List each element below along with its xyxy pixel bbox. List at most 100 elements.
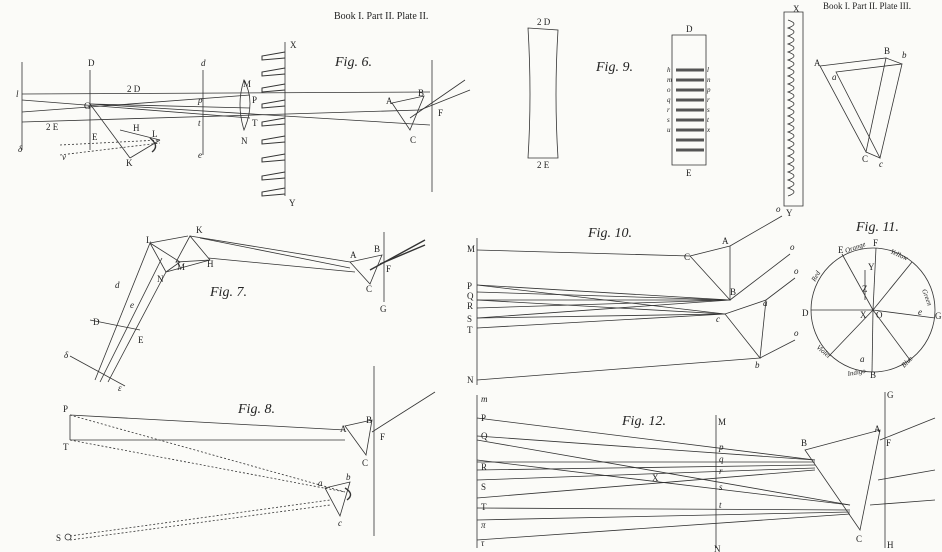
fig11-label: E: [838, 245, 844, 255]
fig12-label: S: [481, 482, 486, 492]
fig11-color-label: Indigo: [846, 367, 867, 378]
fig6-label: H: [133, 123, 140, 133]
fig9-scale-letter: x: [706, 126, 711, 134]
fig6-label: G: [84, 101, 91, 111]
spectrum-bands: [676, 68, 704, 152]
figure-10: [476, 215, 796, 385]
fig6-label: δ: [18, 144, 23, 154]
figure-12: [476, 392, 936, 548]
fig6-label: 2 E: [46, 122, 59, 132]
fig7-label: E: [138, 335, 144, 345]
fig6-label: Y: [289, 198, 296, 208]
fig12-label: s: [719, 482, 723, 492]
fig10-label: B: [730, 287, 736, 297]
fig8-label: C: [362, 458, 368, 468]
fig6-label: 2 D: [127, 84, 141, 94]
fig9-label: A: [814, 58, 821, 68]
fig8-label: F: [380, 432, 385, 442]
fig12-label: P: [481, 413, 486, 423]
fig11-label: B: [870, 370, 876, 380]
fig10-label: o: [794, 328, 799, 338]
fig9-label: Y: [786, 208, 793, 218]
fig11-label: F: [873, 238, 878, 248]
fig7-label: δ: [64, 350, 69, 360]
fig9-scale-letter: r: [707, 96, 710, 104]
fig10-label: b: [755, 360, 760, 370]
grating-teeth: [261, 51, 286, 197]
fig11-label: Y: [868, 262, 875, 272]
fig9-scale-letter: r: [667, 106, 670, 114]
fig12-label: R: [481, 462, 487, 472]
fig9-scale-letter: n: [707, 76, 711, 84]
fig12-label: p: [718, 442, 724, 452]
figure-6: [21, 42, 471, 197]
fig9-scale-letter: u: [667, 126, 671, 134]
fig8-title: Fig. 8.: [237, 402, 275, 417]
figure-7: [69, 232, 426, 387]
fig10-label: A: [722, 236, 729, 246]
fig11-label: X: [860, 310, 867, 320]
fig7-title: Fig. 7.: [209, 285, 247, 300]
fig6-label: A: [386, 96, 393, 106]
fig7-label: H: [207, 259, 214, 269]
plate-ii-header: Book I. Part II. Plate II.: [334, 11, 429, 22]
fig10-label: o: [794, 266, 799, 276]
fig11-label: O: [876, 310, 883, 320]
fig10-label: T: [467, 325, 473, 335]
fig9-label: E: [686, 168, 692, 178]
fig9-scale-letter: h: [667, 66, 671, 74]
fig7-label: L: [146, 235, 152, 245]
fig6-label: E: [92, 132, 98, 142]
fig7-label: F: [386, 264, 391, 274]
fig9-label: D: [686, 24, 693, 34]
fig6-label: X: [290, 40, 297, 50]
fig12-label: C: [856, 534, 862, 544]
fig12-label: A: [874, 424, 881, 434]
fig6-label: l: [16, 89, 19, 99]
fig10-label: C: [684, 252, 690, 262]
fig7-label: N: [157, 274, 164, 284]
fig9-scale-letter: q: [667, 96, 671, 104]
fig7-label: M: [177, 262, 185, 272]
fig7-label: d: [115, 280, 120, 290]
fig7-label: B: [374, 244, 380, 254]
fig8-label: a: [318, 478, 323, 488]
fig7-label: ε: [118, 383, 122, 393]
fig12-label: N: [714, 544, 721, 552]
fig6-label: B: [418, 88, 424, 98]
fig9-label: 2 D: [537, 17, 551, 27]
fig10-label: c: [716, 314, 720, 324]
fig12-label: π: [481, 520, 486, 530]
fig10-label: a: [763, 298, 768, 308]
fig6-label: p: [197, 95, 203, 105]
fig6-label: L: [152, 129, 158, 139]
fig9-label: a: [832, 72, 837, 82]
fig7-label: e: [130, 300, 134, 310]
fig9-label: b: [902, 50, 907, 60]
fig11-label: D: [802, 308, 809, 318]
fig12-label: H: [887, 540, 894, 550]
fig10-title: Fig. 10.: [587, 226, 632, 241]
fig11-title: Fig. 11.: [855, 220, 899, 235]
fig7-label: A: [350, 250, 357, 260]
fig12-label: B: [801, 438, 807, 448]
fig11-label: G: [935, 311, 942, 321]
fig6-title: Fig. 6.: [334, 55, 372, 70]
fig6-label: C: [410, 135, 416, 145]
fig9-scale-letter: p: [706, 86, 711, 94]
fig7-label: G: [380, 304, 387, 314]
fig10-label: S: [467, 314, 472, 324]
fig6-label: d: [201, 58, 206, 68]
fig12-label: q: [719, 454, 724, 464]
fig12-label: M: [718, 417, 726, 427]
fig10-label: o: [776, 204, 781, 214]
fig12-label: m: [481, 394, 488, 404]
fig9-label: X: [793, 4, 800, 14]
fig12-label: τ: [481, 538, 485, 548]
fig9-scale-letter: o: [667, 86, 671, 94]
fig6-label: D: [88, 58, 95, 68]
fig12-label: X: [652, 473, 659, 483]
fig7-label: K: [196, 225, 203, 235]
fig10-label: N: [467, 375, 474, 385]
